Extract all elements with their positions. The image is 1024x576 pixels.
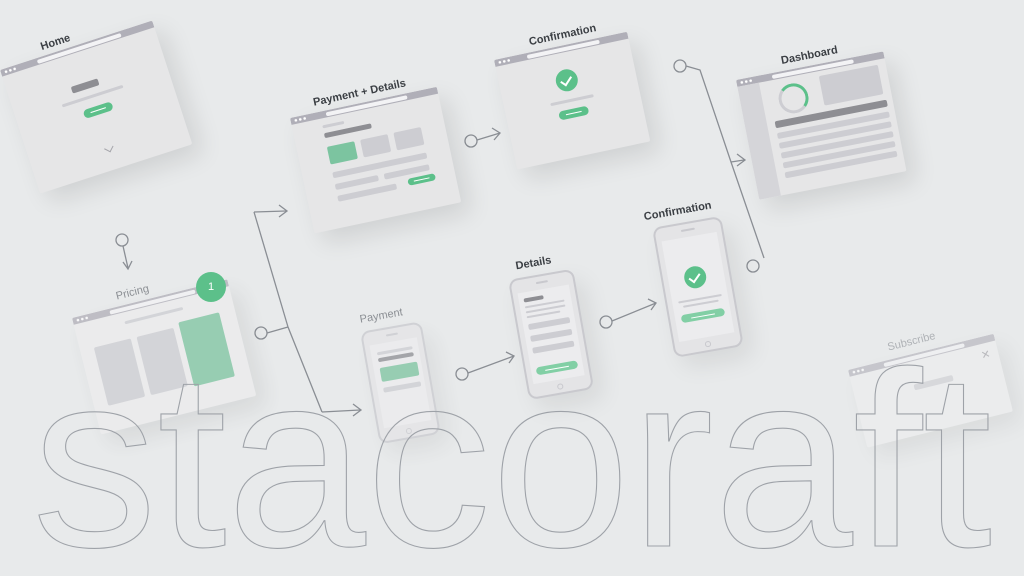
continue-button [558, 105, 590, 121]
connector-line [122, 245, 129, 269]
connector-node [599, 315, 613, 329]
payment-option-selected [379, 361, 420, 382]
connector-node [464, 134, 478, 148]
pricing-card-highlight [178, 312, 235, 387]
connector-line [287, 326, 323, 413]
chart-card [818, 64, 884, 106]
payment-option [393, 127, 425, 151]
connector-arrow [278, 204, 289, 218]
heading-line [322, 120, 345, 129]
connector-line [611, 302, 657, 322]
form-field [913, 374, 954, 391]
payment-option [360, 134, 392, 158]
form-field [532, 340, 575, 354]
pricing-card [93, 338, 146, 406]
close-icon: ✕ [979, 347, 992, 363]
heading-block [523, 295, 544, 303]
cta-button [82, 101, 114, 120]
connector-node [115, 233, 129, 247]
payment-option-selected [326, 141, 358, 165]
checkmark-icon [682, 264, 708, 290]
connector-arrow [736, 153, 747, 167]
continue-button [680, 307, 726, 324]
connector-line [253, 211, 289, 328]
connector-arrow [352, 403, 363, 417]
connector-line [730, 159, 745, 163]
connector-node [455, 367, 469, 381]
form-field [383, 381, 422, 393]
connector-line [266, 326, 289, 334]
connector-line [685, 65, 765, 259]
checkmark-icon [553, 67, 580, 94]
connector-line [476, 132, 501, 141]
confirmation-text [550, 94, 594, 107]
submit-button [407, 173, 437, 186]
connector-node [254, 326, 268, 340]
step-badge: 1 [196, 272, 226, 302]
hero-block [70, 78, 100, 94]
connector-node [746, 259, 760, 273]
connector-line [253, 210, 287, 213]
connector-line [467, 355, 515, 374]
connector-arrow [505, 351, 515, 364]
pricing-card [136, 327, 188, 396]
chevron-down-icon [104, 142, 114, 153]
submit-button [535, 360, 579, 376]
connector-arrow [647, 298, 657, 311]
connector-arrow [491, 127, 501, 141]
connector-line [321, 409, 361, 413]
connector-arrow [122, 260, 133, 271]
connector-node [673, 59, 687, 73]
form-field [530, 328, 573, 342]
form-field [527, 316, 571, 331]
progress-ring [775, 80, 812, 116]
